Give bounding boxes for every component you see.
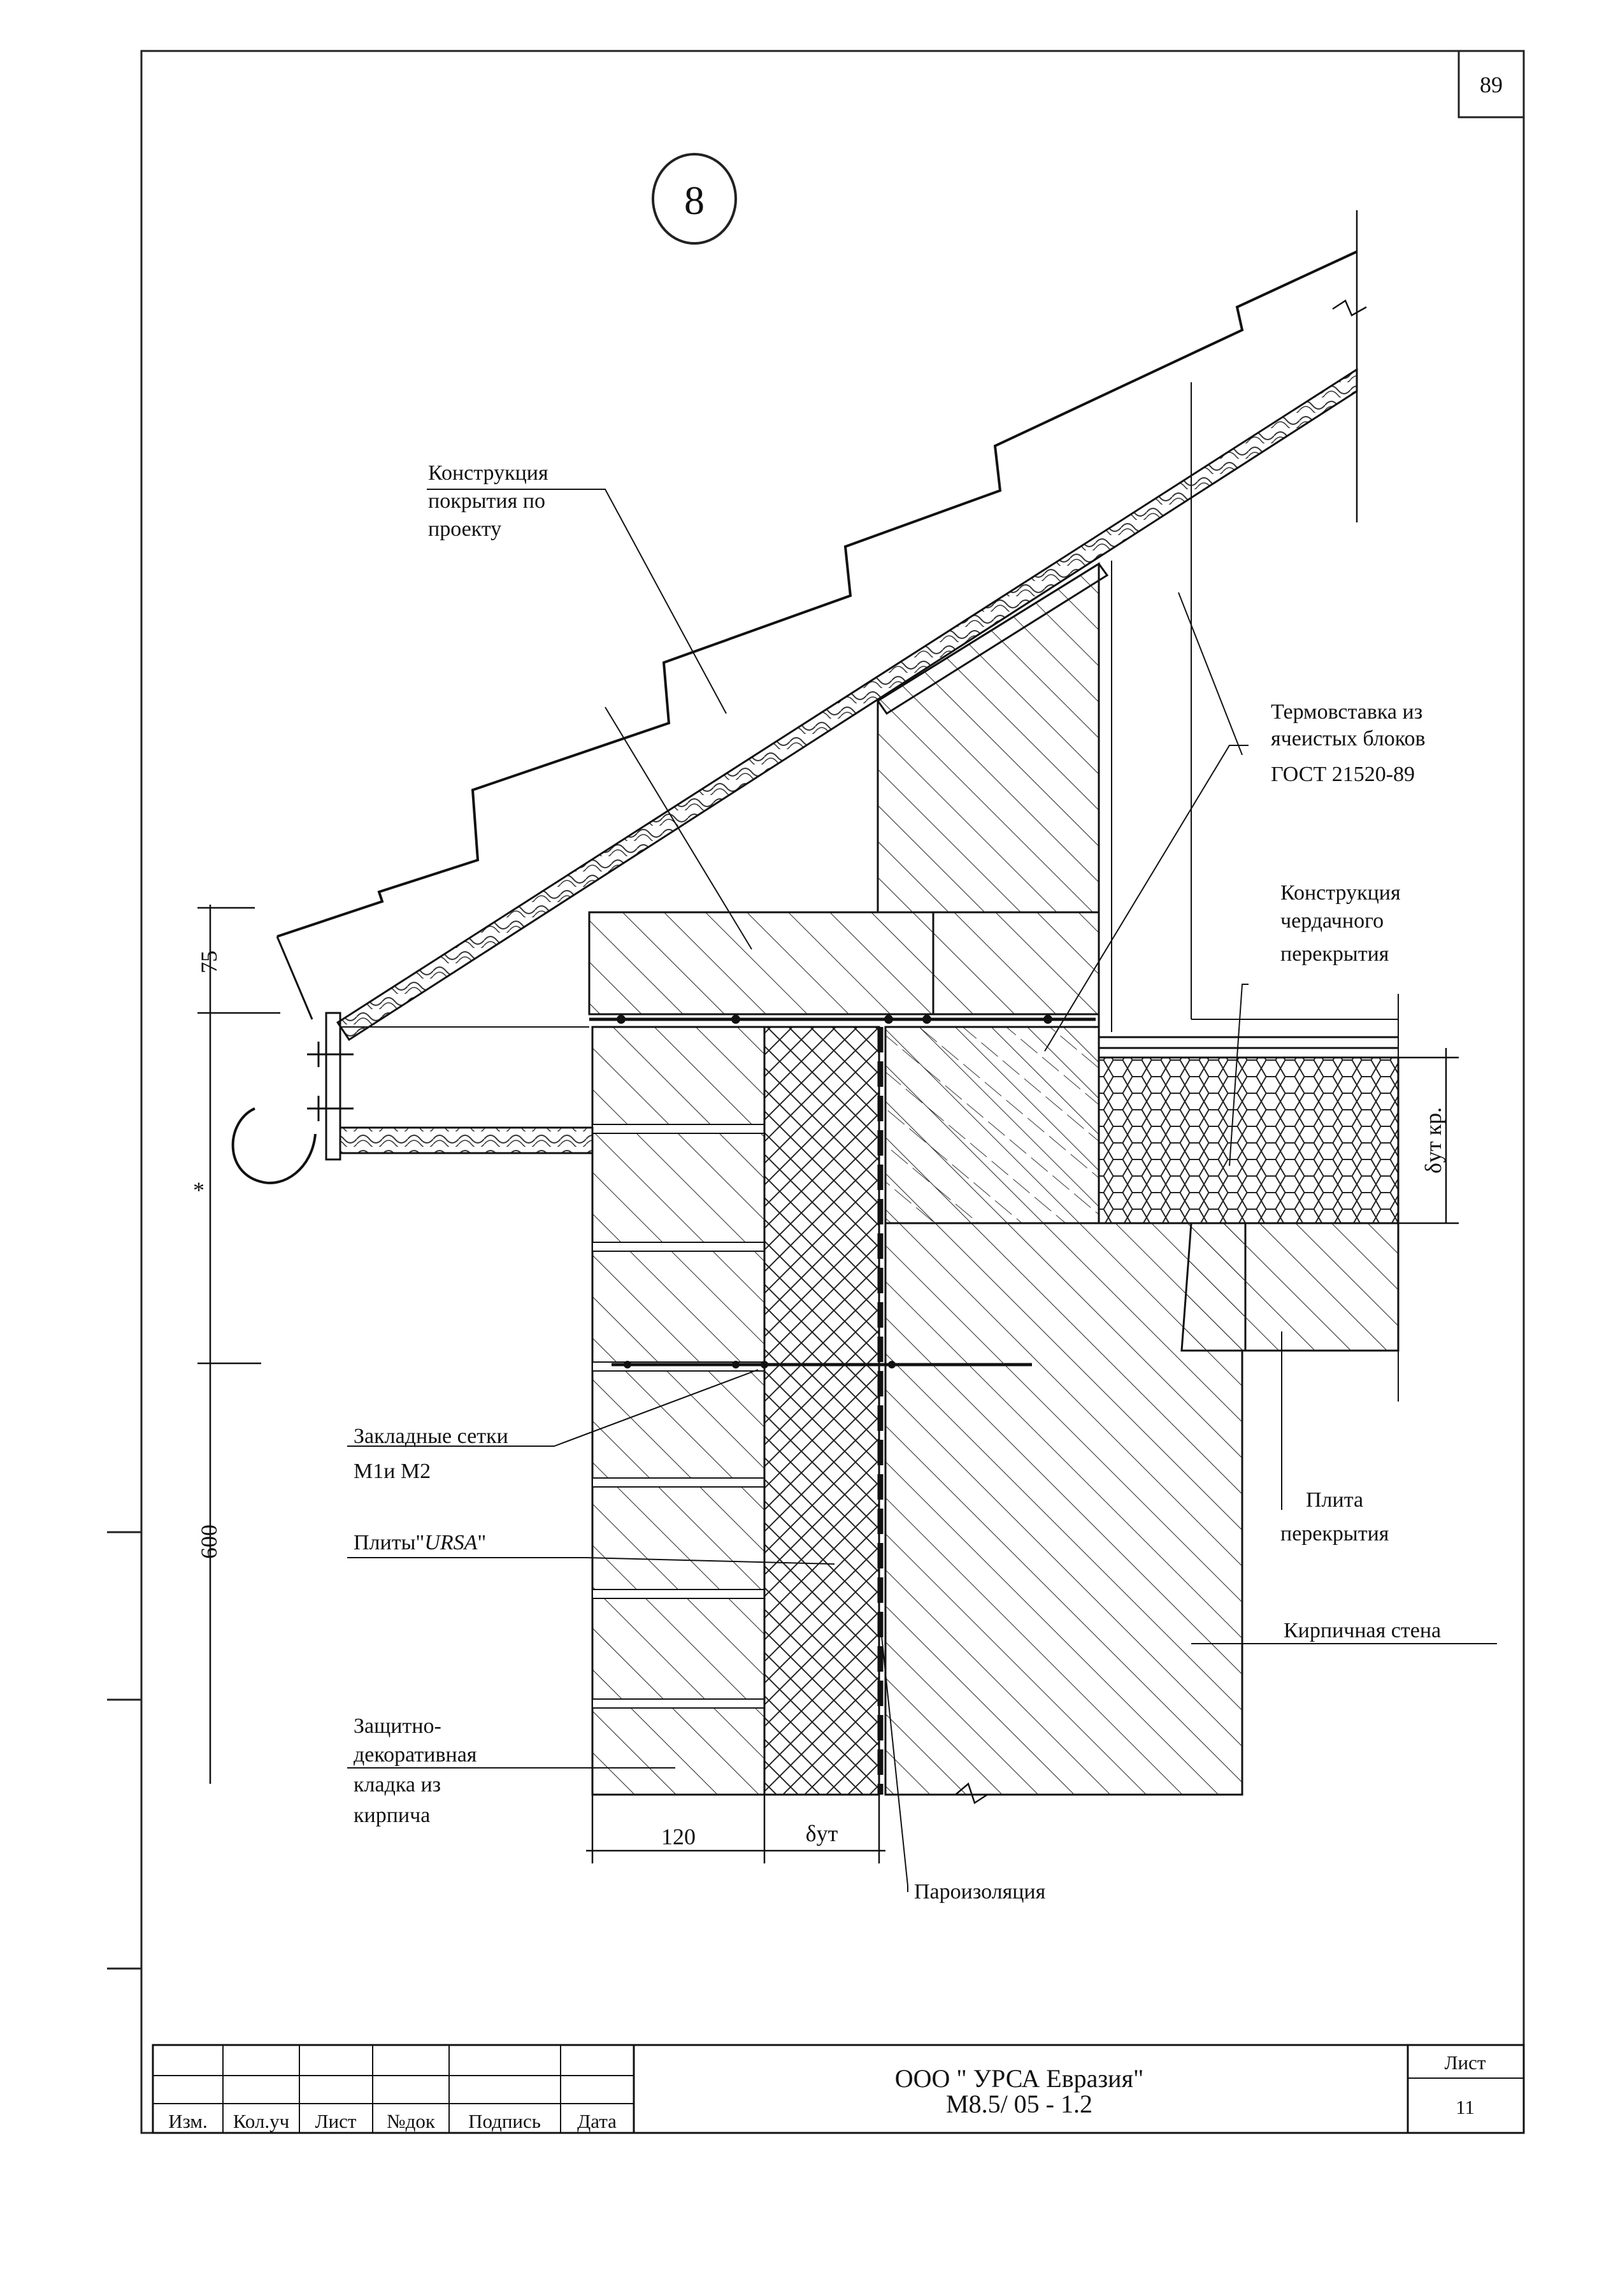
label-attic-1: Конструкция <box>1280 881 1401 905</box>
label-thermo-1: Термовставка из <box>1271 700 1422 724</box>
dim-75: 75 <box>196 951 222 973</box>
right-dimension: δут кр. <box>1398 1048 1459 1224</box>
page-number: 89 <box>1480 72 1503 97</box>
annotation-labels: Конструкция покрытия по проекту Термовст… <box>354 461 1441 1904</box>
col-list: Лист <box>315 2110 357 2132</box>
label-facing-3: кладка из <box>354 1773 441 1797</box>
col-izm: Изм. <box>168 2110 208 2132</box>
dim-120: 120 <box>661 1824 696 1849</box>
label-roof-3: проекту <box>428 517 501 541</box>
label-mesh-1: Закладные сетки <box>354 1424 508 1448</box>
sheet-label: Лист <box>1445 2051 1486 2074</box>
label-slab-2: перекрытия <box>1280 1522 1389 1546</box>
col-data: Дата <box>577 2110 617 2132</box>
col-podpis: Подпись <box>468 2110 541 2132</box>
label-roof-2: покрытия по <box>428 489 545 513</box>
col-kol-uch: Кол.уч <box>233 2110 290 2132</box>
leader-lines <box>347 489 1497 1892</box>
eave-assembly <box>231 1012 594 1184</box>
label-vapor: Пароизоляция <box>914 1880 1046 1904</box>
dim-d-ut: δут <box>806 1821 838 1846</box>
label-facing-2: декоративная <box>354 1743 477 1767</box>
label-ursa: Плиты"URSA" <box>354 1531 486 1554</box>
embedded-mesh <box>612 1361 1032 1368</box>
label-thermo-2: ячеистых блоков <box>1271 727 1426 750</box>
floor-slab <box>1180 1222 1400 1352</box>
label-roof-1: Конструкция <box>428 461 548 485</box>
attic-insulation <box>1098 382 1400 1402</box>
label-slab-1: Плита <box>1306 1488 1363 1512</box>
document-code: М8.5/ 05 - 1.2 <box>946 2090 1092 2118</box>
left-dimension-chain: 75 * 600 <box>193 905 280 1784</box>
sheet-number: 11 <box>1456 2096 1475 2118</box>
label-attic-2: чердачного <box>1280 909 1384 933</box>
col-ndok: №док <box>387 2110 436 2132</box>
label-thermo-3: ГОСТ 21520-89 <box>1271 763 1415 786</box>
title-block: Изм. Кол.уч Лист №док Подпись Дата ООО "… <box>152 2044 1525 2134</box>
roof-construction <box>276 210 1367 1042</box>
inner-brick-wall <box>884 1026 1247 1804</box>
aerated-block-insert <box>876 561 1112 1032</box>
dim-d-ut-kr: δут кр. <box>1421 1107 1446 1173</box>
label-brick-wall: Кирпичная стена <box>1284 1619 1441 1642</box>
label-facing-1: Защитно- <box>354 1714 441 1738</box>
company-name: ООО " УРСА Евразия" <box>895 2064 1144 2093</box>
page-number-box: 89 <box>1457 50 1525 118</box>
label-facing-4: кирпича <box>354 1804 430 1827</box>
ursa-insulation <box>763 1026 880 1796</box>
top-brick-course <box>588 911 1100 1024</box>
label-attic-3: перекрытия <box>1280 942 1389 966</box>
detail-number: 8 <box>684 178 705 223</box>
detail-marker: 8 <box>652 153 737 245</box>
label-mesh-2: М1и М2 <box>354 1460 431 1483</box>
facing-brick-wall <box>591 1026 766 1796</box>
dim-star: * <box>193 1177 204 1203</box>
bottom-dimension-chain: 120 δут <box>586 1795 885 1863</box>
dim-600: 600 <box>196 1525 222 1559</box>
